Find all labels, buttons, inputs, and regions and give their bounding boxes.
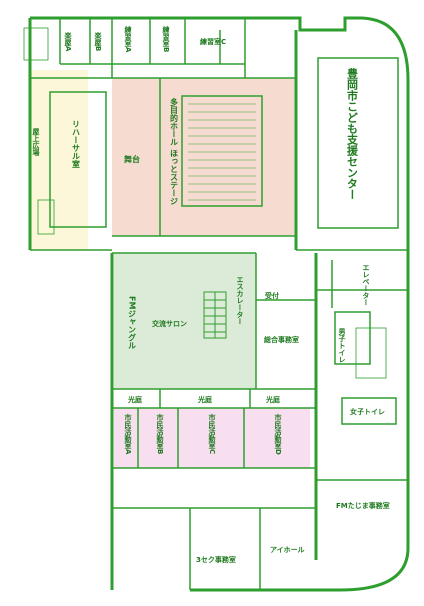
room-label-elevator: エレベーター [362,264,370,306]
room-label-studio-c: 練習室C [200,37,226,46]
room-label-courtyard-3: 光庭 [265,395,281,404]
stairs [23,27,387,379]
room-label-sansec: 3セク事務室 [196,555,236,564]
room-label-rehearsal: リハーサル室 [72,120,81,169]
room-label-practice-a: 楽屋A [64,31,73,52]
room-label-stage: 舞台 [123,154,140,164]
room-label-activity-a: 市民活動室A [124,413,132,455]
room-label-studio-b: 練習室B [162,25,170,52]
inner-walls [30,18,408,590]
room-label-activity-b: 市民活動室B [156,413,164,454]
room-label-courtyard-2: 光庭 [197,395,213,404]
room-label-office: 総合事務室 [264,335,299,344]
room-label-courtyard-1: 光庭 [127,395,143,404]
room-label-ihall: アイホール [270,546,305,554]
room-label-hall: 多目的ホール ほっとステージ [170,97,179,205]
stage-zone [112,78,296,236]
room-label-child-center: 豊岡市こども支援センター [346,67,360,200]
outer-walls [28,16,410,592]
rooftop-zone [30,70,88,250]
room-label-escalator: エスカレーター [236,276,244,325]
room-label-activity-c: 市民活動室C [208,413,216,454]
hall-seats [188,103,256,201]
escalator-shape [203,291,227,339]
room-label-fm-jungle: FMジャングル [128,296,137,349]
room-label-activity-d: 市民活動室D [274,413,282,455]
activity-zone [114,408,310,468]
room-label-salon: 交流サロン [152,319,187,328]
room-label-studio-a: 練習室A [124,25,132,53]
room-label-rooftop: 屋上広場 [32,127,40,157]
room-label-practice-b: 楽屋B [94,31,103,51]
room-label-womens-toilet: 女子トイレ [350,407,385,416]
room-label-mens-toilet: 男子トイレ [338,328,346,363]
salon-zone [114,253,256,389]
room-label-fm-tajima: FMたじま事務室 [336,501,390,510]
room-label-reception: 受付 [265,291,279,300]
